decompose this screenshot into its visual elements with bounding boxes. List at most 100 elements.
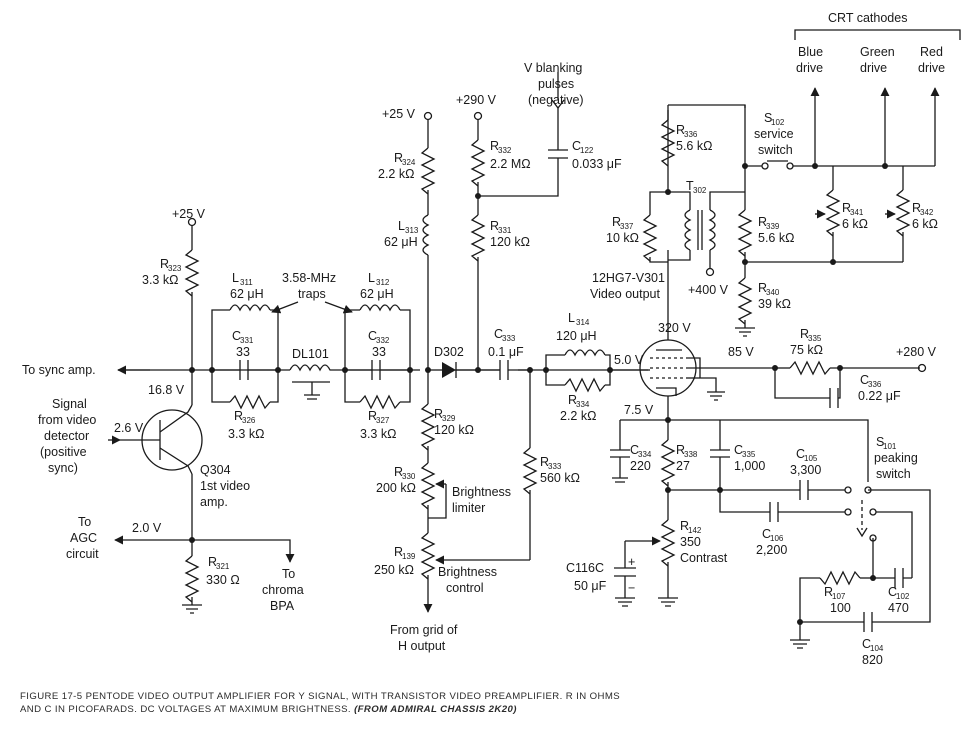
from-grid-label: From grid of [390, 623, 458, 637]
svg-text:312: 312 [376, 278, 390, 287]
peaking-l314-r334 [543, 349, 613, 393]
svg-text:C: C [734, 443, 743, 457]
svg-text:120 kΩ: 120 kΩ [434, 423, 474, 437]
svg-text:100: 100 [830, 601, 851, 615]
signal-label-4: (positive [40, 445, 87, 459]
c116c-value: 50 μF [574, 579, 607, 593]
peaking-switch-label: peaking [874, 451, 918, 465]
svg-text:341: 341 [850, 208, 864, 217]
svg-text:R: R [490, 219, 499, 233]
red-drive-label-2: drive [918, 61, 945, 75]
svg-text:C: C [860, 373, 869, 387]
signal-label-2: from video [38, 413, 96, 427]
svg-text:102: 102 [771, 118, 785, 127]
plus25-mid-label: +25 V [382, 107, 416, 121]
signal-label-1: Signal [52, 397, 87, 411]
svg-text:0.22 μF: 0.22 μF [858, 389, 901, 403]
svg-text:107: 107 [832, 592, 846, 601]
svg-text:L: L [398, 219, 405, 233]
svg-text:C: C [796, 447, 805, 461]
svg-text:326: 326 [242, 416, 256, 425]
svg-text:332: 332 [498, 146, 512, 155]
plus25-left-label: +25 V [172, 207, 206, 221]
svg-text:S: S [876, 435, 884, 449]
svg-text:101: 101 [883, 442, 897, 451]
svg-text:R: R [394, 465, 403, 479]
d302-label: D302 [434, 345, 464, 359]
svg-text:C: C [888, 585, 897, 599]
traps-label: 3.58-MHz [282, 271, 336, 285]
svg-text:314: 314 [576, 318, 590, 327]
to-agc-label-2: AGC [70, 531, 97, 545]
svg-text:5.6 kΩ: 5.6 kΩ [758, 231, 794, 245]
svg-text:335: 335 [742, 450, 756, 459]
svg-text:27: 27 [676, 459, 690, 473]
svg-text:R: R [490, 139, 499, 153]
brightness-control-label: Brightness [438, 565, 497, 579]
svg-text:2,200: 2,200 [756, 543, 787, 557]
svg-text:330: 330 [402, 472, 416, 481]
svg-text:302: 302 [693, 186, 707, 195]
svg-text:L: L [568, 311, 575, 325]
svg-text:C: C [572, 139, 581, 153]
svg-text:102: 102 [896, 592, 910, 601]
svg-text:R: R [824, 585, 833, 599]
blue-drive-label: Blue [798, 45, 823, 59]
to-chroma-label: To [282, 567, 295, 581]
svg-text:334: 334 [576, 400, 590, 409]
svg-text:R: R [568, 393, 577, 407]
svg-text:R: R [368, 409, 377, 423]
crt-cathodes-label: CRT cathodes [828, 11, 907, 25]
pentode-v301 [639, 339, 725, 401]
svg-text:R: R [676, 443, 685, 457]
svg-text:470: 470 [888, 601, 909, 615]
svg-text:340: 340 [766, 288, 780, 297]
blue-drive-label-2: drive [796, 61, 823, 75]
svg-text:331: 331 [498, 226, 512, 235]
brightness-limiter-label-2: limiter [452, 501, 485, 515]
voltage-2-6: 2.6 V [114, 421, 144, 435]
diode-d302 [428, 362, 478, 378]
trap-312 [342, 304, 413, 410]
svg-text:332: 332 [376, 336, 390, 345]
svg-text:122: 122 [580, 146, 594, 155]
to-chroma-label-2: chroma [262, 583, 304, 597]
svg-text:3.3 kΩ: 3.3 kΩ [142, 273, 178, 287]
green-drive-label-2: drive [860, 61, 887, 75]
plus280-label: +280 V [896, 345, 937, 359]
svg-text:R: R [160, 257, 169, 271]
svg-text:331: 331 [240, 336, 254, 345]
voltage-16-8: 16.8 V [148, 383, 185, 397]
traps-label-2: traps [298, 287, 326, 301]
plus400-label: +400 V [688, 283, 729, 297]
tube-label-2: Video output [590, 287, 660, 301]
figure-caption: FIGURE 17-5 PENTODE VIDEO OUTPUT AMPLIFI… [20, 690, 640, 716]
svg-text:L: L [232, 271, 239, 285]
svg-text:33: 33 [372, 345, 386, 359]
svg-text:R: R [434, 407, 443, 421]
contrast-label: Contrast [680, 551, 728, 565]
voltage-5v: 5.0 V [614, 353, 644, 367]
svg-text:T: T [686, 179, 694, 193]
voltage-85: 85 V [728, 345, 754, 359]
svg-text:329: 329 [442, 414, 456, 423]
svg-text:3,300: 3,300 [790, 463, 821, 477]
